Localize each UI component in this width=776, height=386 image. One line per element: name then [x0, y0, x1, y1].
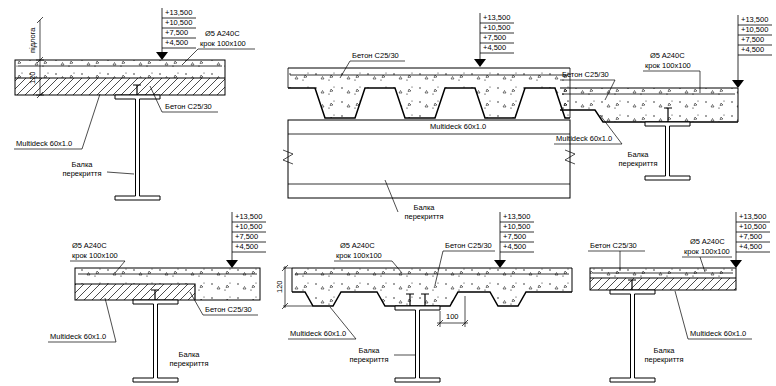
- callout-label: +10,500: [503, 223, 530, 231]
- callout-label: +7,500: [483, 34, 506, 42]
- callout-label: +13,500: [165, 9, 192, 17]
- callout-label: Балка перекриття: [345, 346, 393, 364]
- callout-label: Ø5 A240C: [690, 238, 725, 246]
- dimension-text: підлога: [29, 28, 37, 53]
- detail-3: [554, 15, 772, 180]
- callout-label: Бетон C25/30: [562, 71, 609, 79]
- callout-label: +4,500: [503, 243, 526, 251]
- callout-label: +4,500: [483, 44, 506, 52]
- callout-label: Ø5 A240C: [72, 242, 107, 250]
- callout-label: Multideck 60x1.0: [16, 140, 72, 148]
- detail-1: [14, 8, 255, 200]
- callout-label: Multideck 60x1.0: [430, 123, 486, 131]
- callout-label: Бетон C25/30: [352, 52, 399, 60]
- callout-label: +10,500: [483, 24, 510, 32]
- callout-label: +7,500: [741, 36, 764, 44]
- callout-label: Multideck 60x1.0: [556, 135, 612, 143]
- callout-label: Балка перекриття: [165, 350, 213, 368]
- callout-label: +7,500: [235, 233, 258, 241]
- callout-label: Балка перекриття: [400, 203, 448, 221]
- detail-5: [282, 212, 572, 382]
- callout-label: Балка перекриття: [640, 346, 688, 364]
- callout-label: +10,500: [739, 223, 766, 231]
- callout-label: +13,500: [741, 16, 768, 24]
- detail-2: [283, 13, 575, 212]
- callout-label: +7,500: [165, 29, 188, 37]
- callout-label: Бетон C25/30: [165, 103, 212, 111]
- callout-label: Бетон C25/30: [590, 242, 637, 250]
- callout-label: +4,500: [235, 243, 258, 251]
- callout-label: крок 100x100: [645, 62, 691, 70]
- callout-label: 100: [446, 313, 459, 321]
- dimension-text: 120: [276, 280, 284, 293]
- callout-label: +13,500: [483, 14, 510, 22]
- callout-label: +10,500: [165, 19, 192, 27]
- callout-label: +13,500: [503, 213, 530, 221]
- callout-label: Балка перекриття: [614, 150, 662, 168]
- callout-label: крок 100x100: [684, 248, 730, 256]
- callout-label: Multideck 60x1.0: [290, 330, 346, 338]
- callout-label: +10,500: [741, 26, 768, 34]
- callout-label: +13,500: [739, 213, 766, 221]
- callout-label: Multideck 60x1.0: [690, 330, 746, 338]
- callout-label: Multideck 60x1.0: [50, 333, 106, 341]
- callout-label: Ø5 A240C: [650, 52, 685, 60]
- callout-label: +10,500: [235, 223, 262, 231]
- callout-label: крок 100x100: [200, 40, 246, 48]
- dimension-text: 120: [29, 71, 37, 84]
- callout-label: +7,500: [739, 233, 762, 241]
- callout-label: крок 100x100: [72, 252, 118, 260]
- callout-label: Ø5 A240C: [340, 242, 375, 250]
- callout-label: Балка перекриття: [58, 160, 106, 178]
- callout-label: +7,500: [503, 233, 526, 241]
- callout-label: Бетон C25/30: [445, 242, 492, 250]
- detail-4: [48, 212, 266, 382]
- callout-label: +13,500: [235, 213, 262, 221]
- detail-6: [588, 212, 770, 382]
- callout-label: крок 100x100: [336, 252, 382, 260]
- callout-label: Бетон C25/30: [205, 306, 252, 314]
- callout-label: +4,500: [741, 46, 764, 54]
- callout-label: +4,500: [739, 243, 762, 251]
- callout-label: +4,500: [165, 39, 188, 47]
- callout-label: Ø5 A240C: [205, 30, 240, 38]
